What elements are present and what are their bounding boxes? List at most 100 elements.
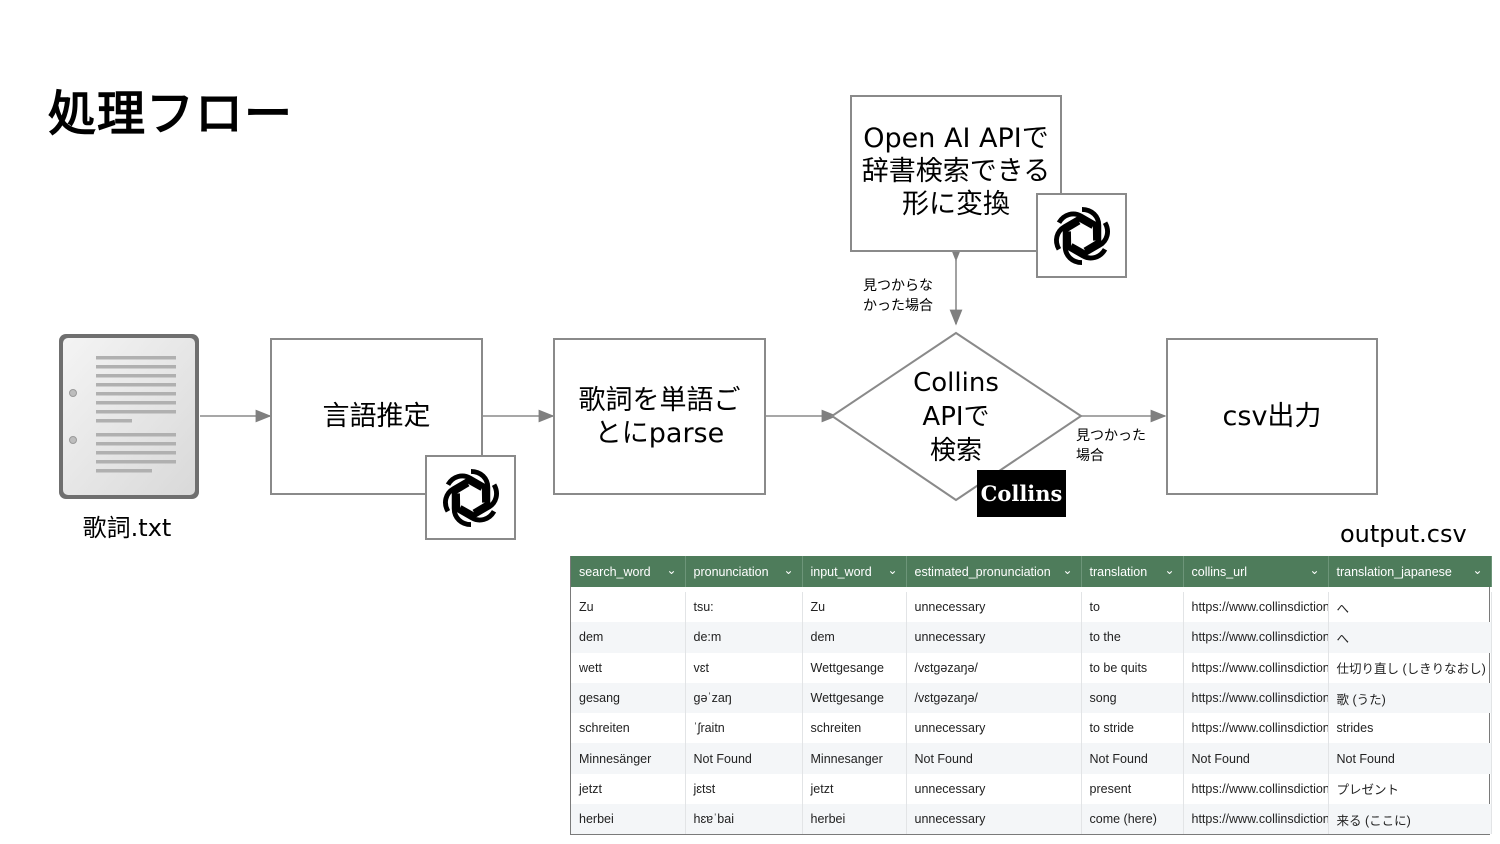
table-cell: unnecessary (906, 773, 1082, 805)
parse-words-box: 歌詞を単語ご とにparse (553, 338, 766, 495)
chevron-down-icon[interactable]: ⌄ (666, 563, 677, 577)
column-header-label: collins_url (1191, 564, 1248, 579)
table-cell: Zu (571, 592, 686, 623)
table-cell: Wettgesange (802, 652, 907, 683)
found-label: 見つかった 場合 (1076, 426, 1146, 466)
collins-search-label: Collins APIで 検索 (890, 366, 1022, 468)
table-cell: 歌 (うた) (1328, 682, 1492, 714)
table-cell: Not Found (1328, 743, 1492, 774)
collins-search-line-2: APIで (922, 402, 990, 432)
found-line-1: 見つかった (1076, 428, 1146, 444)
table-cell: https://www.collinsdictiona (1183, 773, 1329, 805)
table-cell: de:m (685, 622, 803, 653)
table-cell: Minnesänger (571, 743, 686, 774)
chevron-down-icon[interactable]: ⌄ (783, 563, 794, 577)
table-cell: /vɛtgəzaŋə/ (906, 682, 1082, 714)
table-cell: 仕切り直し (しきりなおし) (1328, 652, 1492, 683)
csv-output-label: csv出力 (1222, 401, 1322, 432)
chevron-down-icon[interactable]: ⌄ (887, 563, 898, 577)
column-header[interactable]: search_word ⌄ (571, 556, 686, 587)
table-cell: jetzt (571, 773, 686, 805)
table-cell: unnecessary (906, 592, 1082, 623)
parse-words-label: 歌詞を単語ご とにparse (579, 384, 741, 450)
table-cell: vɛt (685, 652, 803, 683)
page-title: 処理フロー (48, 86, 294, 142)
table-cell: https://www.collinsdictiona (1183, 622, 1329, 653)
openai-logo-icon (1036, 193, 1127, 278)
table-cell: schreiten (571, 713, 686, 744)
language-detection-label: 言語推定 (322, 401, 431, 432)
column-header-label: search_word (579, 564, 651, 579)
output-csv-table: search_word⌄pronunciation⌄input_word⌄est… (570, 556, 1492, 836)
table-cell: hɛɐˈbai (685, 804, 803, 835)
openai-convert-line-1: Open AI APIで (863, 122, 1049, 154)
found-line-2: 場合 (1076, 448, 1104, 464)
table-cell: herbei (571, 804, 686, 835)
collins-logo: Collins (977, 470, 1066, 517)
table-cell: tsu: (685, 592, 803, 623)
openai-convert-line-2: 辞書検索できる (861, 155, 1051, 187)
table-cell: unnecessary (906, 804, 1082, 835)
table-cell: present (1081, 773, 1184, 805)
table-cell: dem (802, 622, 907, 653)
column-header[interactable]: pronunciation⌄ (685, 556, 803, 587)
table-cell: wett (571, 652, 686, 683)
table-cell: https://www.collinsdictiona (1183, 652, 1329, 683)
parse-words-line-2: とにparse (594, 417, 725, 449)
column-header-label: translation (1089, 564, 1148, 579)
column-header[interactable]: collins_url ⌄ (1183, 556, 1329, 587)
table-cell: Wettgesange (802, 682, 907, 714)
table-cell: jɛtst (685, 773, 803, 805)
csv-output-box: csv出力 (1166, 338, 1378, 495)
table-cell: へ (1328, 592, 1492, 623)
column-header-label: input_word (810, 564, 872, 579)
table-cell: https://www.collinsdictiona (1183, 682, 1329, 714)
chevron-down-icon[interactable]: ⌄ (1472, 563, 1483, 577)
table-cell: https://www.collinsdictiona (1183, 592, 1329, 623)
collins-search-line-3: 検索 (929, 436, 982, 466)
table-cell: to stride (1081, 713, 1184, 744)
table-cell: Not Found (906, 743, 1082, 774)
parse-words-line-1: 歌詞を単語ご (578, 384, 741, 416)
table-cell: unnecessary (906, 622, 1082, 653)
not-found-label: 見つからな かった場合 (863, 276, 933, 316)
table-cell: to (1081, 592, 1184, 623)
table-cell: to be quits (1081, 652, 1184, 683)
table-cell: schreiten (802, 713, 907, 744)
table-cell: ˈʃraitn (685, 713, 803, 744)
table-cell: Zu (802, 592, 907, 623)
table-cell: song (1081, 682, 1184, 714)
collins-search-diamond (830, 331, 1083, 502)
column-header[interactable]: translation_japanese ⌄ (1328, 556, 1492, 587)
openai-convert-box: Open AI APIで 辞書検索できる 形に変換 (850, 95, 1062, 252)
table-cell: へ (1328, 622, 1492, 653)
table-cell: gesang (571, 682, 686, 714)
table-cell: Minnesanger (802, 743, 907, 774)
table-cell: jetzt (802, 773, 907, 805)
openai-logo-icon (425, 455, 516, 540)
chevron-down-icon[interactable]: ⌄ (1164, 563, 1175, 577)
table-header-row: search_word⌄pronunciation⌄input_word⌄est… (571, 556, 1492, 587)
chevron-down-icon[interactable]: ⌄ (1062, 563, 1073, 577)
input-file-label: 歌詞.txt (82, 514, 172, 542)
column-header[interactable]: estimated_pronunciation ⌄ (906, 556, 1082, 587)
table-cell: to the (1081, 622, 1184, 653)
table-cell: プレゼント (1328, 773, 1492, 805)
column-header[interactable]: input_word ⌄ (802, 556, 907, 587)
table-cell: /vɛtgəzaŋə/ (906, 652, 1082, 683)
column-header-label: estimated_pronunciation (914, 564, 1051, 579)
openai-convert-label: Open AI APIで 辞書検索できる 形に変換 (862, 122, 1050, 221)
table-cell: unnecessary (906, 713, 1082, 744)
column-header[interactable]: translation ⌄ (1081, 556, 1184, 587)
text-document-icon (58, 333, 200, 500)
table-cell: Not Found (1081, 743, 1184, 774)
column-header-label: translation_japanese (1336, 564, 1452, 579)
chevron-down-icon[interactable]: ⌄ (1309, 563, 1320, 577)
